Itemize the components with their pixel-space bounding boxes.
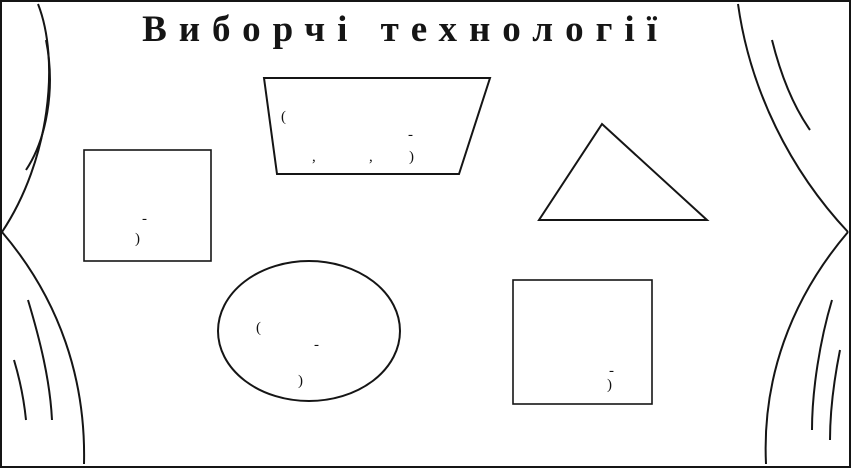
ellipse-shape [218, 261, 400, 401]
curtain-left-fold-lower [28, 300, 52, 420]
rectangle-right-shape [513, 280, 652, 404]
curtain-right-fold-small [830, 350, 840, 440]
curtain-left-fold-small [14, 360, 26, 420]
rectangle-left-fragment: - [142, 212, 147, 227]
ellipse-fragment: ) [298, 374, 303, 389]
curtain-right-fold-upper [772, 40, 810, 130]
ellipse-fragment: - [314, 338, 319, 353]
triangle-shape [539, 124, 707, 220]
trapezoid-shape [264, 78, 490, 174]
trapezoid-fragment: , [369, 150, 373, 165]
curtain-right-lower-outer [766, 232, 848, 464]
trapezoid-fragment: , [312, 150, 316, 165]
trapezoid-fragment: ) [409, 150, 414, 165]
curtain-right-fold-lower [812, 300, 832, 430]
trapezoid-fragment: - [408, 128, 413, 143]
rectangle-left-shape [84, 150, 211, 261]
page-title: Виборчі технології [0, 8, 811, 51]
ellipse-fragment: ( [256, 321, 261, 336]
curtain-left [2, 4, 84, 464]
curtain-right [738, 4, 848, 464]
rectangle-left-fragment: ) [135, 232, 140, 247]
trapezoid-fragment: ( [281, 110, 286, 125]
rectangle-right-fragment: ) [607, 378, 612, 393]
curtain-left-lower-outer [2, 232, 84, 464]
